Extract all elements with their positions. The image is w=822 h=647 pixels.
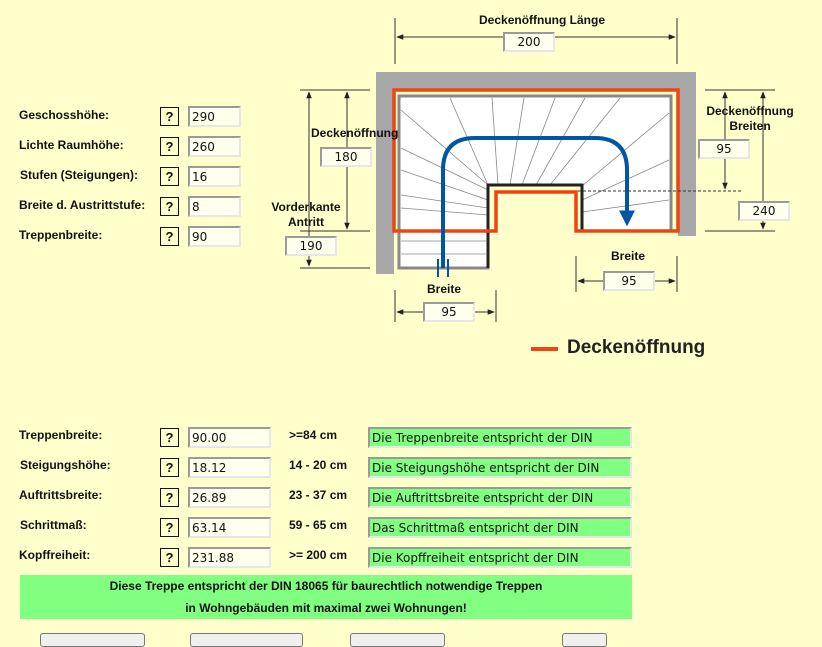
front-edge-label-line1: Vorderkante [271,200,341,214]
result-value[interactable] [188,487,271,508]
opening-width-total-field[interactable] [738,201,790,221]
width-right-label: Breite [611,249,646,263]
result-label: Treppenbreite: [19,428,103,442]
treppenbreite-input[interactable] [188,226,241,247]
lichte-raumhoehe-input[interactable] [188,136,241,157]
opening-widths-label: Deckenöffnung Breiten [706,104,794,134]
result-label: Schrittmaß: [20,518,87,532]
result-range: 59 - 65 cm [289,518,348,532]
result-range: 23 - 37 cm [289,488,348,502]
summary-banner: Diese Treppe entspricht der DIN 18065 fü… [20,575,632,619]
result-value[interactable] [188,547,271,568]
geschosshoehe-input[interactable] [188,106,241,127]
result-range: >= 200 cm [289,548,348,562]
opening-outline [392,88,680,233]
front-edge-label: Vorderkante Antritt [271,200,341,230]
input-label-austrittstufe: Breite d. Austrittstufe: [19,198,146,212]
result-label: Auftrittsbreite: [19,488,103,502]
walk-line [437,136,635,277]
front-edge-field[interactable] [285,236,337,256]
stair-treads [397,94,673,270]
front-edge-label-line2: Antritt [288,215,324,229]
input-label-treppenbreite: Treppenbreite: [19,228,103,242]
opening-depth-label: Deckenöffnung [311,126,399,140]
result-range: 14 - 20 cm [289,458,348,472]
opening-length-label: Deckenöffnung Länge [479,13,606,27]
input-label-stufen: Stufen (Steigungen): [20,168,138,182]
help-button[interactable]: ? [160,428,179,447]
help-button[interactable]: ? [160,488,179,507]
result-value[interactable] [188,427,271,448]
result-value[interactable] [188,517,271,538]
opening-widths-label-line1: Deckenöffnung [706,104,794,118]
help-button[interactable]: ? [160,548,179,567]
opening-depth-field[interactable] [320,147,372,167]
help-button[interactable]: ? [160,518,179,537]
result-value[interactable] [188,457,271,478]
input-label-geschosshoehe: Geschosshöhe: [19,108,110,122]
summary-line-2: in Wohngebäuden mit maximal zwei Wohnung… [185,601,467,615]
bottom-button-1[interactable] [40,633,145,647]
width-left-field[interactable] [423,302,475,322]
result-message[interactable] [368,457,632,478]
austrittstufe-input[interactable] [188,196,241,217]
bottom-button-3[interactable] [350,633,445,647]
width-right-field[interactable] [603,271,655,291]
help-button-geschosshoehe[interactable]: ? [160,107,179,126]
result-message[interactable] [368,427,632,448]
result-message[interactable] [368,487,632,508]
opening-length-field[interactable] [503,32,555,52]
opening-widths-label-line2: Breiten [729,119,771,133]
result-range: >=84 cm [289,428,338,442]
result-message[interactable] [368,547,632,568]
summary-line-1: Diese Treppe entspricht der DIN 18065 fü… [109,579,543,593]
bottom-button-2[interactable] [190,633,303,647]
width-left-label: Breite [427,282,462,296]
stufen-input[interactable] [188,166,241,187]
result-message[interactable] [368,517,632,538]
result-label: Kopffreiheit: [19,548,91,562]
help-button[interactable]: ? [160,458,179,477]
bottom-button-4[interactable] [562,633,607,647]
help-button-austrittstufe[interactable]: ? [160,197,179,216]
result-label: Steigungshöhe: [20,458,111,472]
help-button-treppenbreite[interactable]: ? [160,227,179,246]
input-label-lichte-raumhoehe: Lichte Raumhöhe: [19,138,124,152]
help-button-lichte-raumhoehe[interactable]: ? [160,137,179,156]
wall [376,72,696,274]
legend-label: Deckenöffnung [567,337,706,358]
help-button-stufen[interactable]: ? [160,167,179,186]
opening-width-1-field[interactable] [698,139,750,159]
